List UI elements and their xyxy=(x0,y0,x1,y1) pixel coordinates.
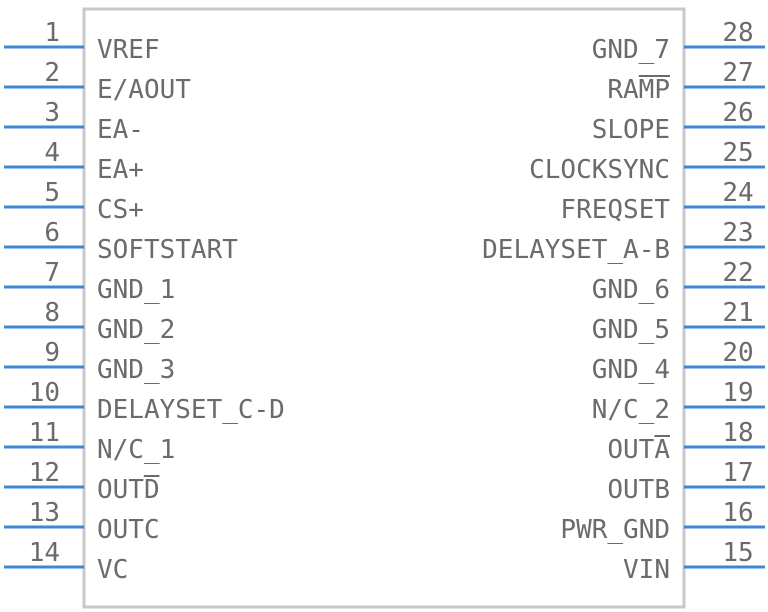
pin-19: 19N/C_2 xyxy=(592,378,765,425)
pin-label: VREF xyxy=(97,35,160,65)
pin-number: 2 xyxy=(44,58,60,88)
pin-number: 3 xyxy=(44,98,60,128)
pin-label: CS+ xyxy=(97,195,144,225)
pin-number: 21 xyxy=(722,298,753,328)
pin-label: EA- xyxy=(97,115,144,145)
pin-number: 6 xyxy=(44,218,60,248)
ic-body xyxy=(82,7,686,609)
pin-label: DELAYSET_A-B xyxy=(482,235,670,265)
pin-label: FREQSET xyxy=(560,195,670,225)
pin-number: 22 xyxy=(722,258,753,288)
pin-number: 18 xyxy=(722,418,753,448)
pin-number: 1 xyxy=(44,18,60,48)
pin-label: VC xyxy=(97,555,128,585)
pin-number: 4 xyxy=(44,138,60,168)
pin-label: OUTC xyxy=(97,515,160,545)
pin-label: OUTB xyxy=(607,475,670,505)
pin-number: 19 xyxy=(722,378,753,408)
pin-label: SLOPE xyxy=(592,115,670,145)
pin-label: SOFTSTART xyxy=(97,235,238,265)
left-pin-group: 1VREF2E/AOUT3EA-4EA+5CS+6SOFTSTART7GND_1… xyxy=(4,18,285,585)
pin-label: GND_6 xyxy=(592,275,670,305)
pin-number: 5 xyxy=(44,178,60,208)
pin-number: 27 xyxy=(722,58,753,88)
right-pin-group: 28GND_727RAMP26SLOPE25CLOCKSYNC24FREQSET… xyxy=(482,18,765,585)
pin-label: N/C_2 xyxy=(592,395,670,425)
pin-number: 16 xyxy=(722,498,753,528)
pin-number: 15 xyxy=(722,538,753,568)
pin-label: E/AOUT xyxy=(97,75,191,105)
pin-number: 10 xyxy=(29,378,60,408)
pin-number: 24 xyxy=(722,178,753,208)
pin-label: PWR_GND xyxy=(560,515,670,545)
pin-label: GND_3 xyxy=(97,355,175,385)
pin-label: GND_2 xyxy=(97,315,175,345)
pin-number: 26 xyxy=(722,98,753,128)
pin-number: 28 xyxy=(722,18,753,48)
pin-label: GND_1 xyxy=(97,275,175,305)
pin-label: OUTA xyxy=(607,435,670,465)
pin-label: EA+ xyxy=(97,155,144,185)
pin-number: 11 xyxy=(29,418,60,448)
pin-4: 4EA+ xyxy=(4,138,144,185)
pin-number: 23 xyxy=(722,218,753,248)
pin-number: 25 xyxy=(722,138,753,168)
pin-2: 2E/AOUT xyxy=(4,58,191,105)
pin-3: 3EA- xyxy=(4,98,144,145)
pin-number: 14 xyxy=(29,538,60,568)
pin-label: GND_5 xyxy=(592,315,670,345)
pin-number: 7 xyxy=(44,258,60,288)
pin-number: 8 xyxy=(44,298,60,328)
pin-label: RAMP xyxy=(607,75,670,105)
pin-label: DELAYSET_C-D xyxy=(97,395,285,425)
pin-label: OUTD xyxy=(97,475,160,505)
pin-number: 12 xyxy=(29,458,60,488)
pin-11: 11N/C_1 xyxy=(4,418,175,465)
pin-number: 20 xyxy=(722,338,753,368)
pin-label: GND_4 xyxy=(592,355,670,385)
pin-label: GND_7 xyxy=(592,35,670,65)
pin-number: 13 xyxy=(29,498,60,528)
pin-label: CLOCKSYNC xyxy=(529,155,670,185)
pin-number: 17 xyxy=(722,458,753,488)
pin-5: 5CS+ xyxy=(4,178,144,225)
pin-number: 9 xyxy=(44,338,60,368)
pin-label: VIN xyxy=(623,555,670,585)
pin-label: N/C_1 xyxy=(97,435,175,465)
